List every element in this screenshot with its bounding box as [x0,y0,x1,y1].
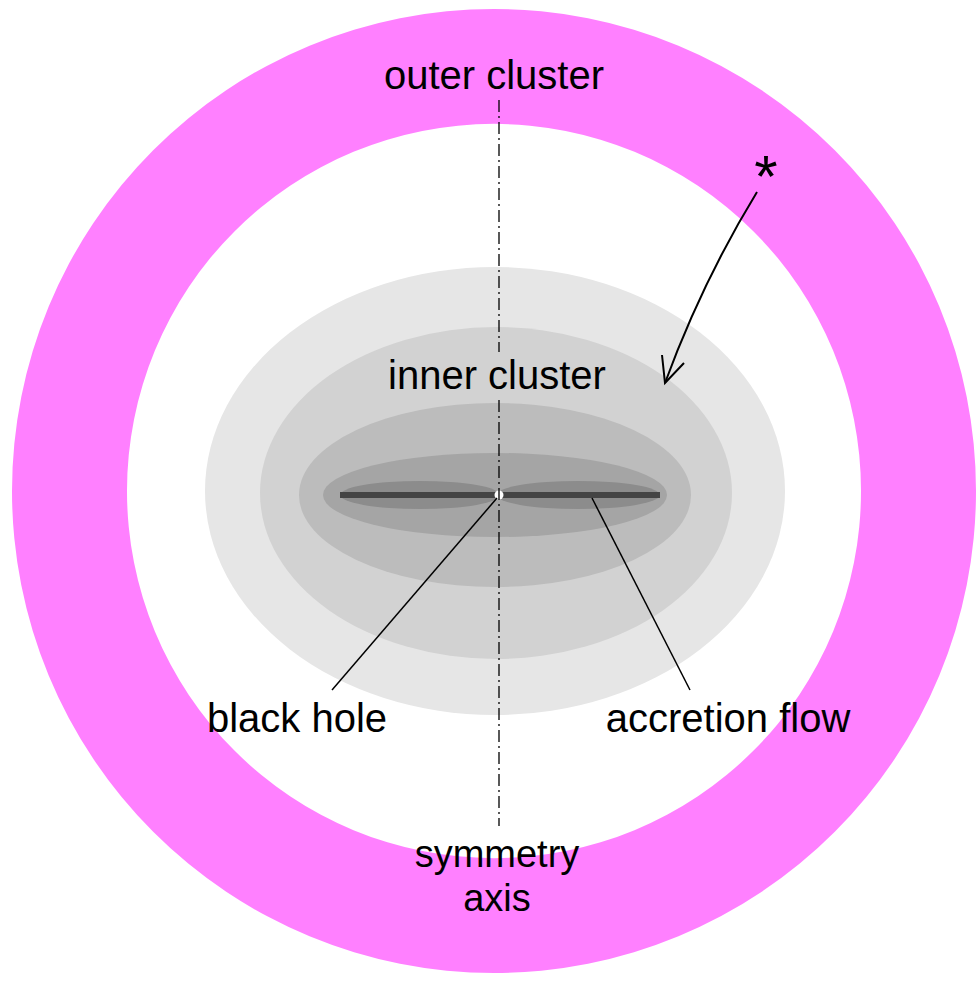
trajectory-arrow [662,192,757,383]
cluster-name: outer cluster [384,52,604,98]
symmetry-axis-line [498,100,499,826]
cluster-density [205,267,785,715]
axis-label: symmetry axis [397,832,597,920]
cluster-name: inner cluster [388,352,606,398]
part-label: accretion flow [606,695,851,741]
inner-cluster-region: inner cluster [205,267,785,715]
part-label: black hole [207,695,387,741]
leader-line [332,498,690,690]
star-marker: * [754,147,777,207]
accretion-disk [340,481,660,509]
outer-cluster-band: outer cluster inner cluster [12,9,976,973]
